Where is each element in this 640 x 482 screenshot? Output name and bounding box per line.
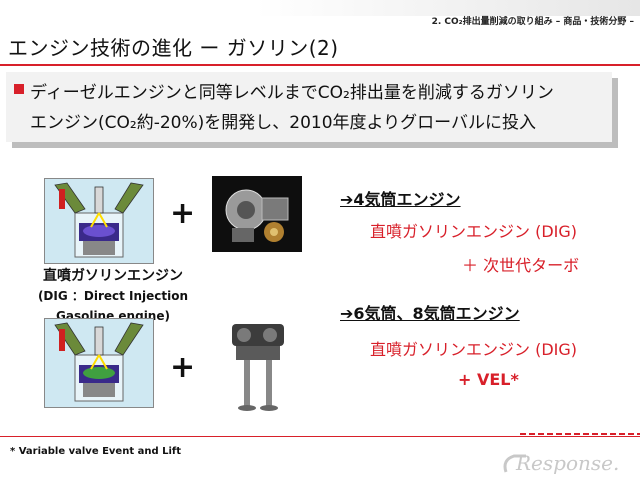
- four-cylinder-heading: ➔4気筒エンジン: [340, 190, 461, 209]
- footer-dash-decoration: [520, 433, 640, 435]
- engine-diagram-bottom: [45, 319, 153, 407]
- bullet-square-icon: [14, 84, 24, 94]
- four-cylinder-line1: 直噴ガソリンエンジン (DIG): [370, 222, 578, 241]
- response-watermark-logo: Response.: [500, 446, 636, 478]
- dig-caption-line2: (DIG ：Direct Injection: [37, 289, 189, 303]
- footer-divider: [0, 436, 640, 437]
- callout-line-1: ディーゼルエンジンと同等レベルまでCO₂排出量を削減するガソリン: [30, 83, 554, 103]
- footnote: * Variable valve Event and Lift: [10, 446, 182, 457]
- four-cylinder-line2: ＋ 次世代ターボ: [462, 256, 580, 275]
- engine-cross-section-image: [44, 178, 154, 264]
- six-eight-cylinder-line2: + VEL*: [458, 370, 519, 389]
- plus-sign-top: +: [170, 196, 196, 231]
- watermark-text: Response.: [515, 451, 619, 475]
- title-divider: [0, 64, 640, 66]
- section-label: 2. CO₂排出量削減の取り組み – 商品・技術分野 –: [431, 17, 634, 27]
- plus-sign-bottom: +: [170, 350, 196, 385]
- page-title: エンジン技術の進化 ー ガソリン(2): [8, 36, 339, 60]
- dig-caption-title: 直噴ガソリンエンジン: [43, 268, 183, 284]
- response-logo-svg: Response.: [503, 451, 619, 475]
- engine-diagram-top: [45, 179, 153, 263]
- vel-mechanism-drawing: [226, 318, 290, 416]
- six-eight-cylinder-line1: 直噴ガソリンエンジン (DIG): [370, 340, 578, 359]
- header-gradient: [0, 0, 640, 16]
- callout-line-2: エンジン(CO₂約-20%)を開発し、2010年度よりグローバルに投入: [30, 113, 537, 133]
- six-eight-cylinder-heading: ➔6気筒、8気筒エンジン: [340, 304, 520, 323]
- turbocharger-image: [212, 176, 302, 252]
- engine-cross-section-image-2: [44, 318, 154, 408]
- turbocharger-drawing: [212, 176, 302, 252]
- summary-callout: ディーゼルエンジンと同等レベルまでCO₂排出量を削減するガソリン エンジン(CO…: [6, 72, 612, 142]
- dig-caption: 直噴ガソリンエンジン (DIG ：Direct Injection Gasoli…: [28, 266, 198, 326]
- vel-mechanism-image: [226, 318, 290, 416]
